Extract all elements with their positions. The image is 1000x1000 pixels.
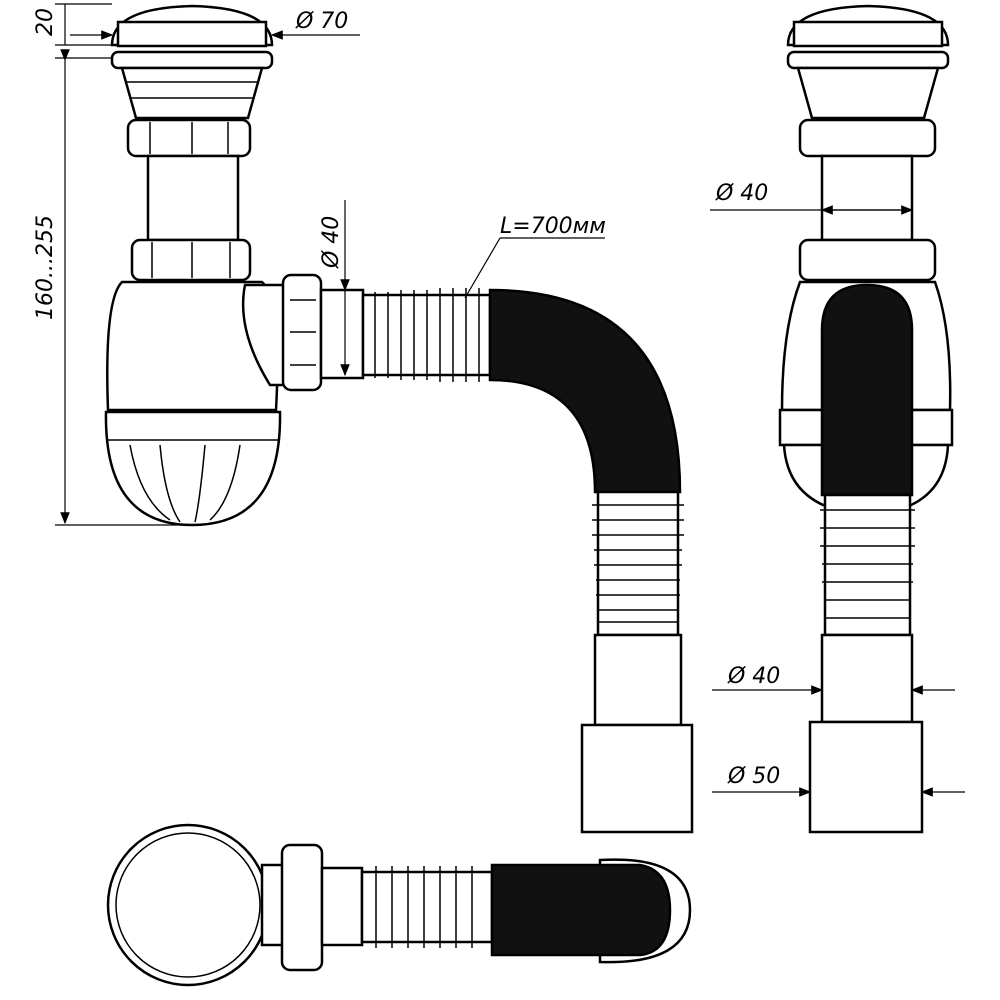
hose-length-label: L=700мм xyxy=(500,214,606,239)
cap-height-label: 20 xyxy=(33,8,58,36)
side-tube-diameter-label: Ø 40 xyxy=(715,181,768,206)
cap-diameter-label: Ø 70 xyxy=(295,9,348,34)
dimension-lines xyxy=(55,3,965,797)
side-view-siphon xyxy=(778,4,954,834)
overall-height-label: 160...255 xyxy=(33,215,58,320)
bottom-inner-diameter-label: Ø 40 xyxy=(727,664,780,689)
bottom-outer-diameter-label: Ø 50 xyxy=(727,764,780,789)
top-view-siphon xyxy=(106,823,692,987)
front-view-siphon xyxy=(104,4,694,834)
outlet-diameter-label: Ø 40 xyxy=(319,216,344,269)
